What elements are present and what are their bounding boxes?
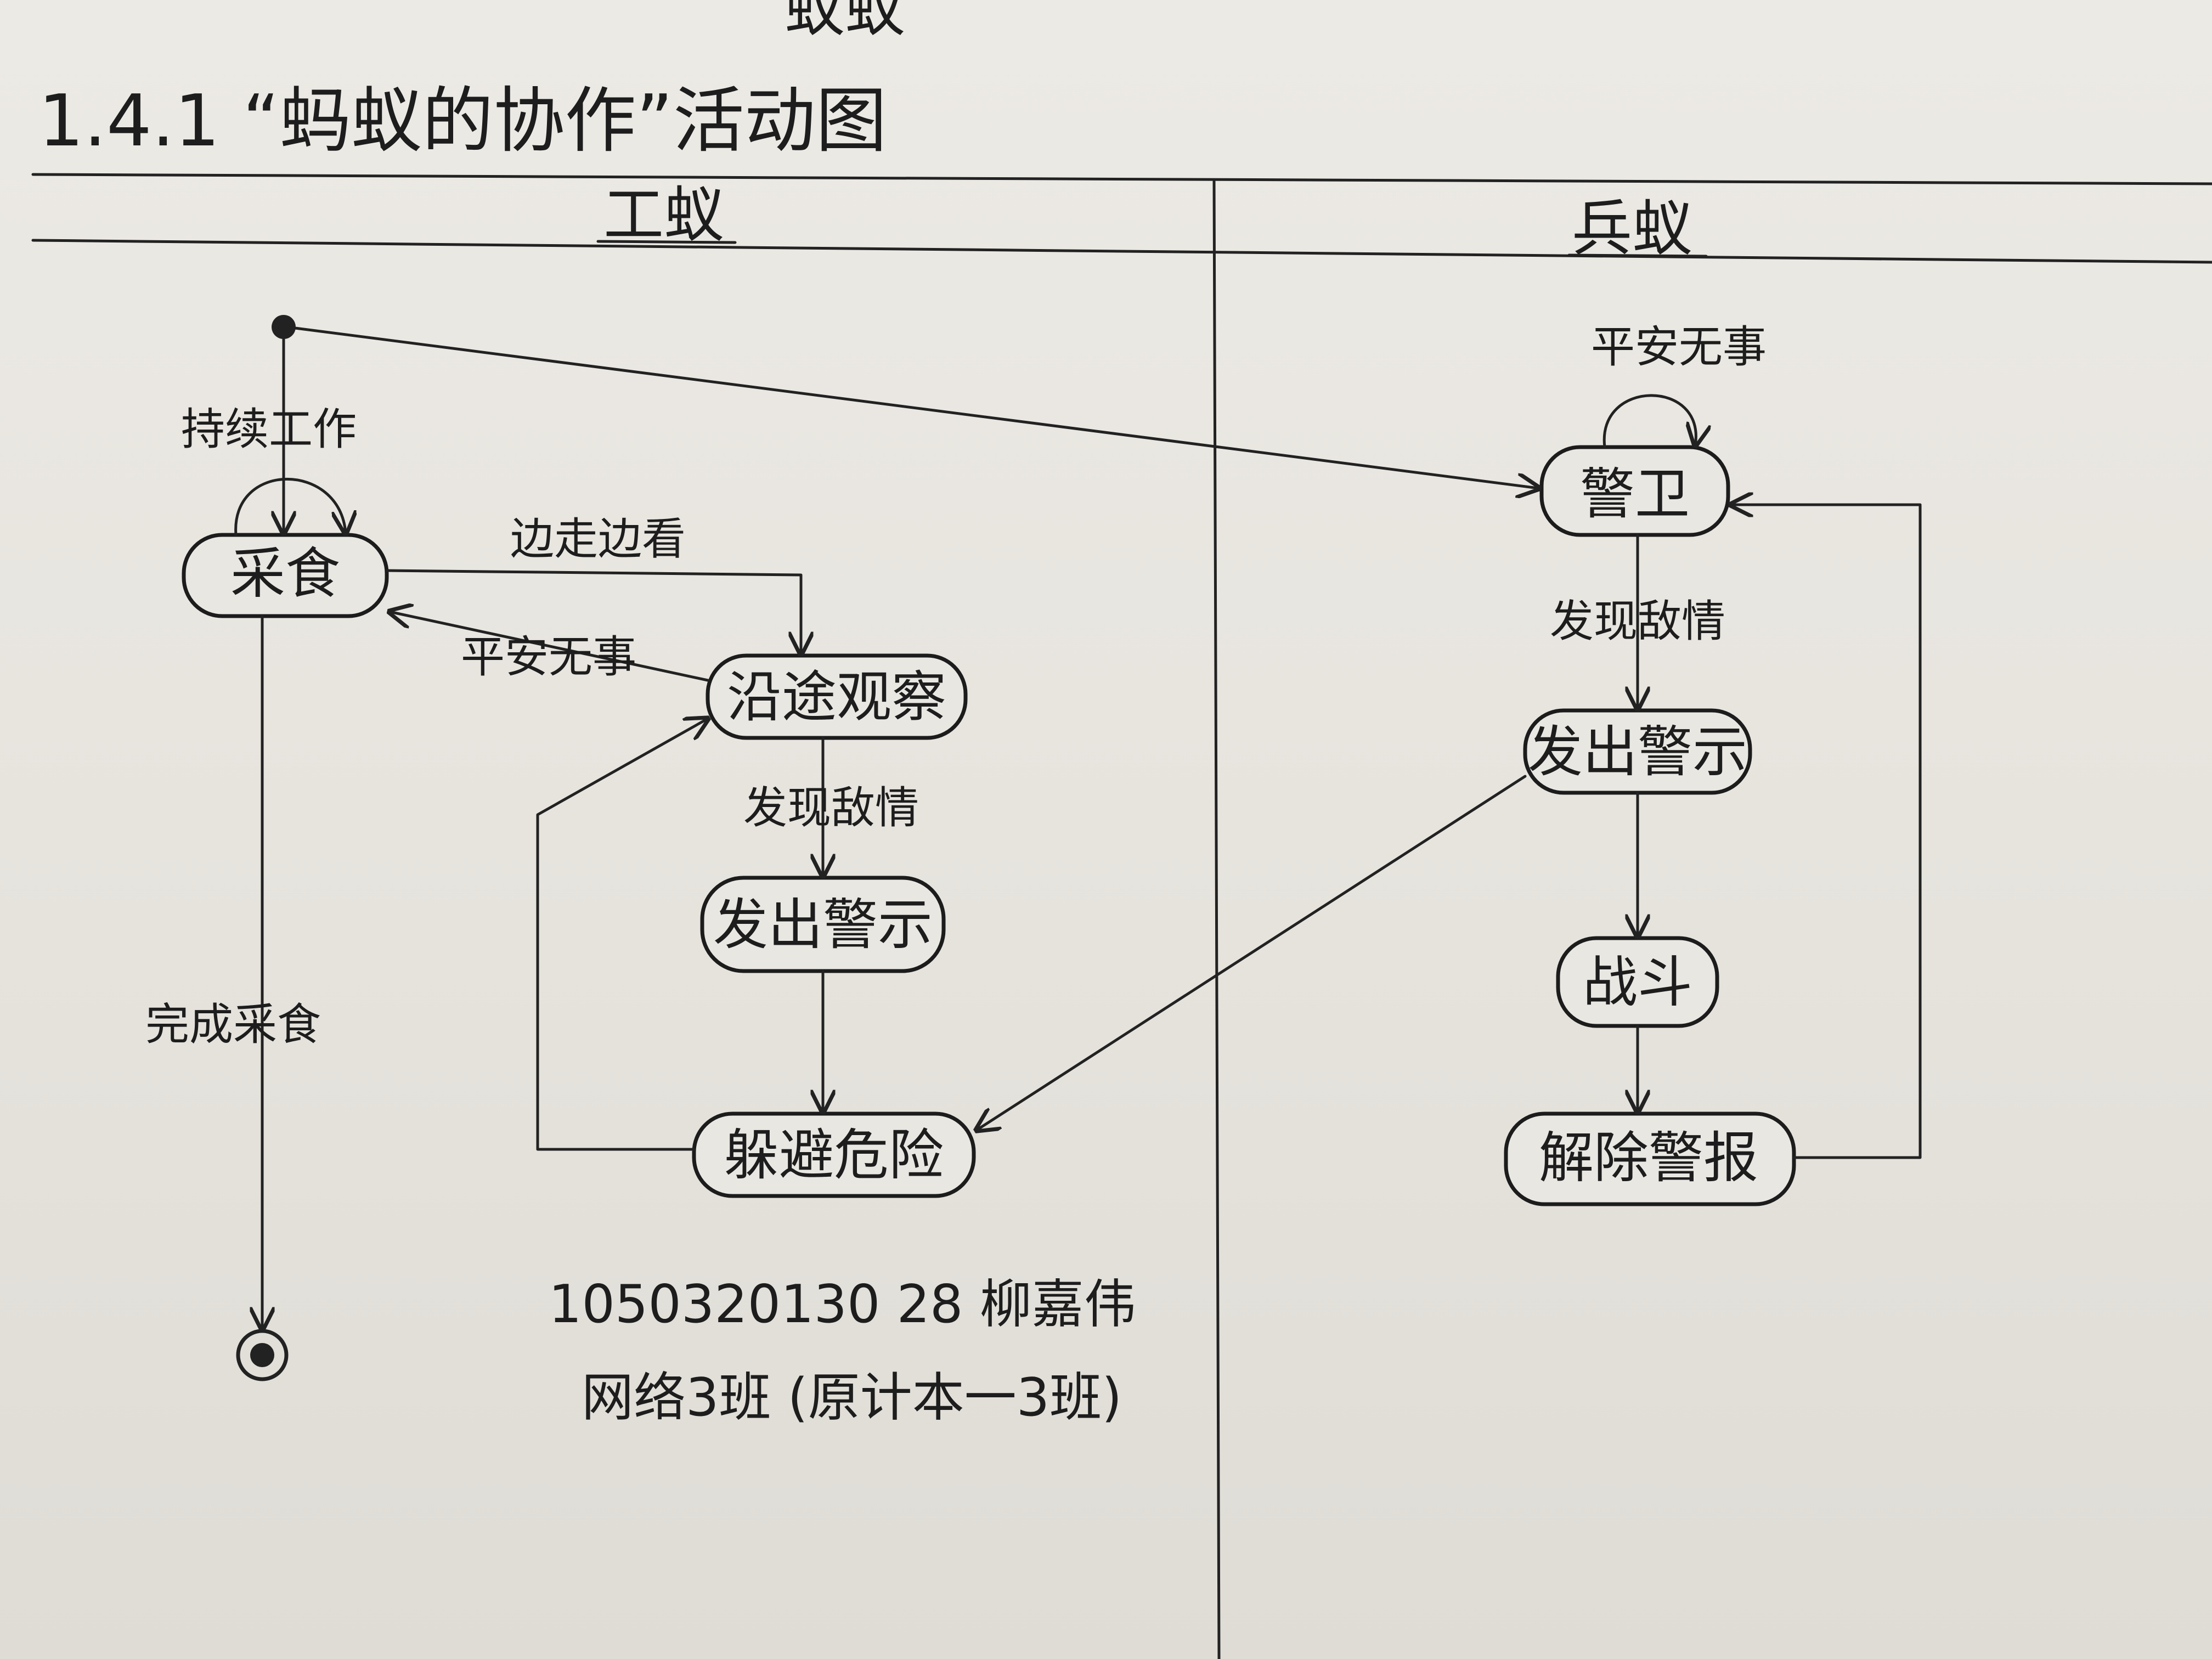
edge-start-guard bbox=[294, 326, 1539, 488]
edge-avoid-observe bbox=[536, 719, 708, 1151]
section-title: 1.4.1 “蚂蚁的协作”活动图 bbox=[38, 79, 887, 162]
node-release-label: 解除警报 bbox=[1539, 1126, 1758, 1190]
edge-keep-working-label: 持续工作 bbox=[181, 404, 357, 455]
edge-warn-avoid-crosslane bbox=[977, 775, 1527, 1130]
edge-keep-working-loop bbox=[234, 477, 346, 535]
edge-walk-look-label: 边走边看 bbox=[510, 514, 686, 565]
top-fragment: 蚁蚁 bbox=[785, 0, 905, 44]
node-fight-label: 战斗 bbox=[1583, 950, 1692, 1014]
lane-top-line bbox=[31, 173, 2212, 185]
node-observe-label: 沿途观察 bbox=[727, 665, 946, 729]
lane-header-line bbox=[31, 239, 2212, 264]
lane-divider bbox=[1212, 179, 1221, 1659]
edge-safe-soldier-label: 平安无事 bbox=[1591, 321, 1767, 373]
node-forage-label: 采食 bbox=[230, 541, 340, 606]
edge-observe-forage bbox=[390, 612, 709, 682]
lane-soldier-underline bbox=[1567, 253, 1708, 258]
node-guard-label: 警卫 bbox=[1580, 462, 1690, 526]
initial-node bbox=[272, 315, 296, 339]
signature-line2: 网络3班 (原计本一3班) bbox=[582, 1368, 1122, 1428]
lane-soldier-label: 兵蚁 bbox=[1572, 194, 1692, 264]
lane-worker-label: 工蚁 bbox=[603, 180, 724, 250]
edge-finish-forage-label: 完成采食 bbox=[145, 999, 321, 1050]
node-warn-worker-label: 发出警示 bbox=[713, 893, 933, 957]
edge-guard-safe-loop bbox=[1602, 394, 1696, 447]
edge-found-enemy-worker-label: 发现敌情 bbox=[743, 782, 919, 833]
signature-line1: 1050320130 28 柳嘉伟 bbox=[549, 1274, 1136, 1335]
final-node-inner bbox=[250, 1343, 274, 1367]
node-warn-soldier-label: 发出警示 bbox=[1528, 720, 1747, 784]
edge-release-guard bbox=[1731, 505, 1922, 1159]
edge-safe-worker-label: 平安无事 bbox=[461, 631, 636, 682]
edge-found-enemy-soldier-label: 发现敌情 bbox=[1550, 596, 1725, 647]
node-observe-box bbox=[706, 653, 968, 740]
node-avoid-label: 躲避危险 bbox=[724, 1123, 944, 1187]
lane-worker-underline bbox=[596, 240, 737, 244]
edge-forage-observe bbox=[385, 569, 801, 654]
